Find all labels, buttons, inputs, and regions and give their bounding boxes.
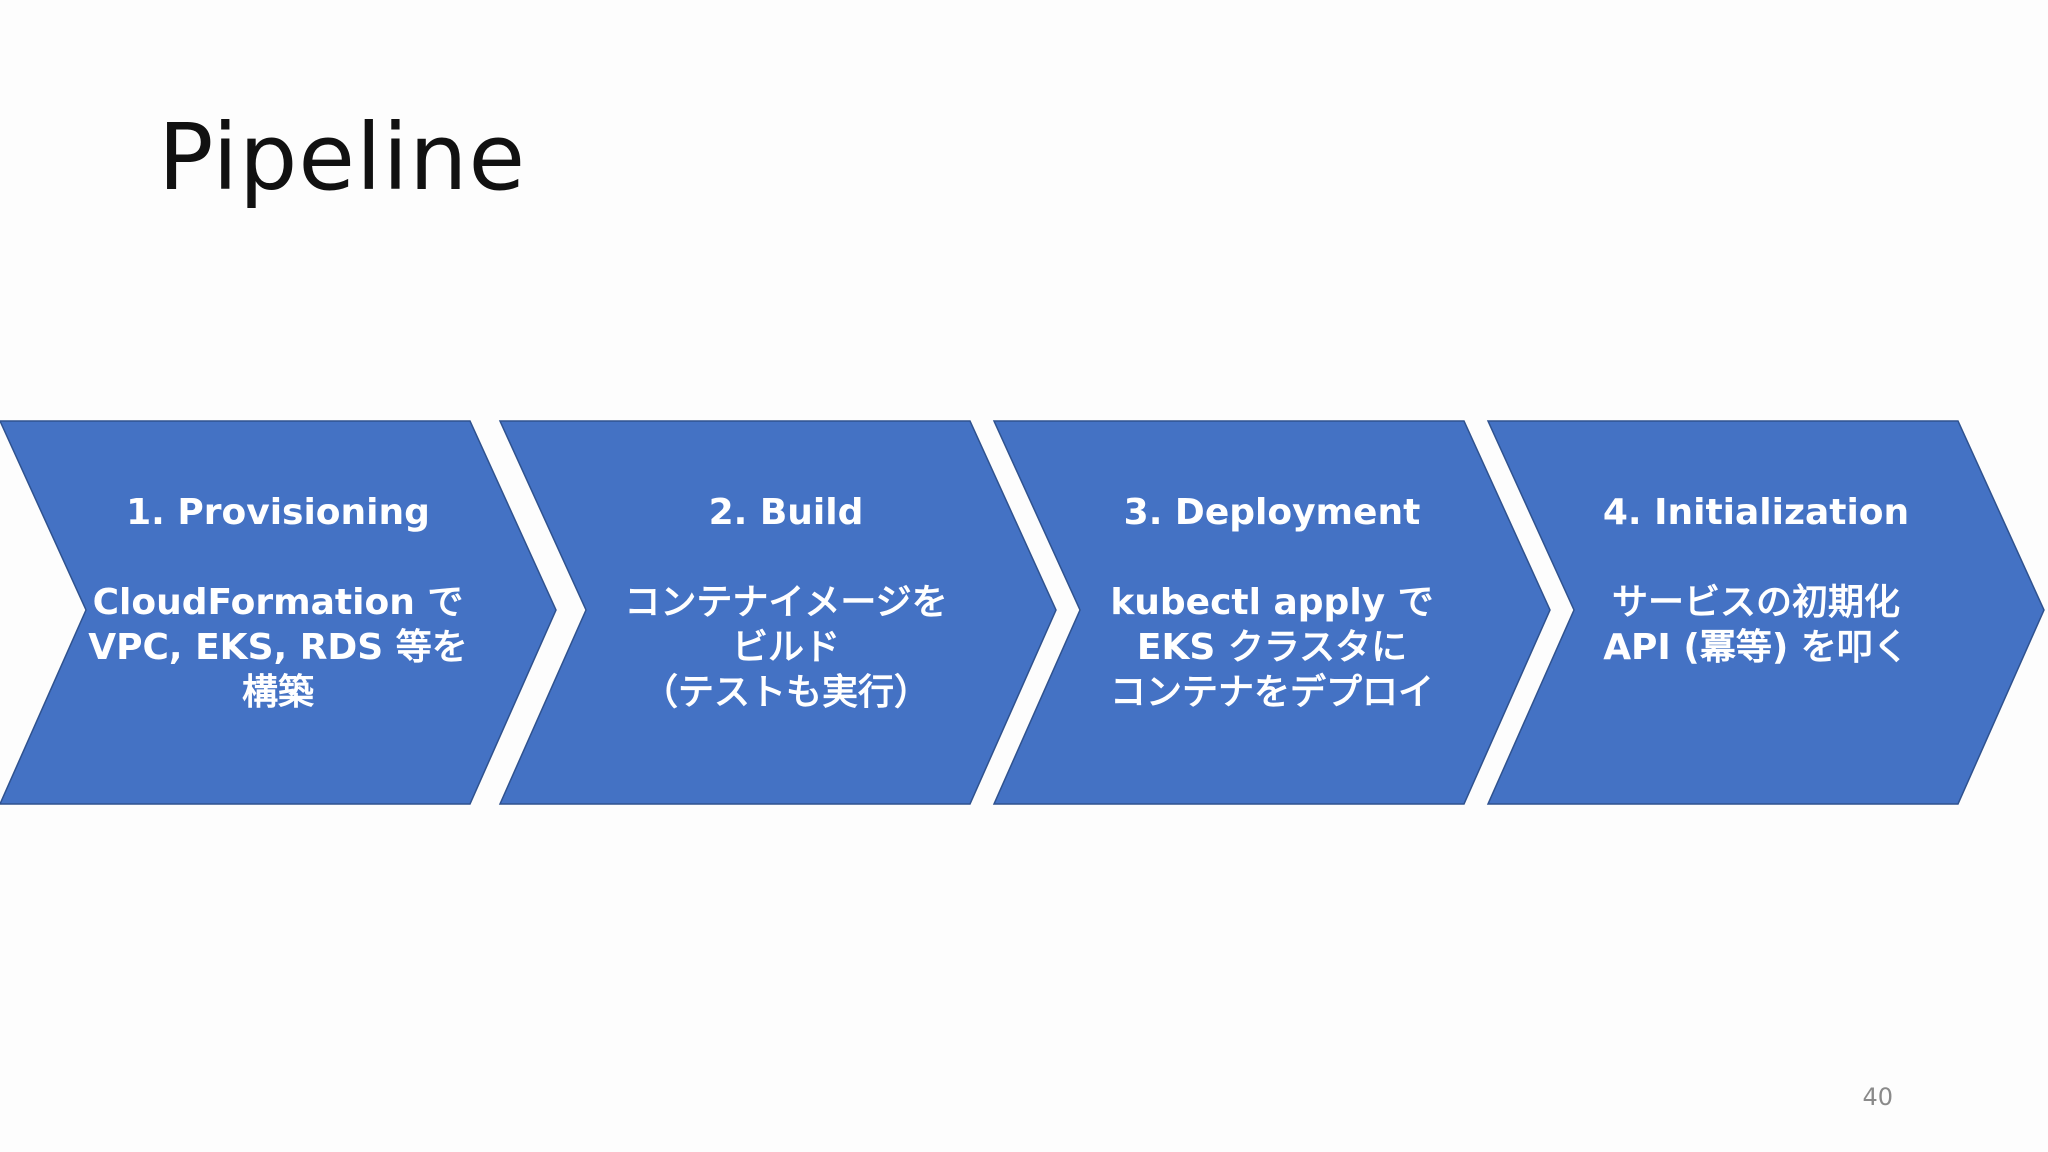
step-line: CloudFormation で xyxy=(92,582,464,623)
step-line: コンテナイメージを xyxy=(624,582,948,623)
step-2: 2. Build コンテナイメージを ビルド （テストも実行） xyxy=(576,490,996,715)
step-line: 構築 xyxy=(241,672,314,713)
chevron-step-2 xyxy=(498,420,1057,805)
step-3: 3. Deployment kubectl apply で EKS クラスタに … xyxy=(1062,490,1482,715)
step-line: ビルド xyxy=(731,627,840,668)
step-line: （テストも実行） xyxy=(641,672,930,713)
step-line: kubectl apply で xyxy=(1110,582,1434,623)
page-number: 40 xyxy=(1862,1083,1893,1111)
step-heading: 3. Deployment xyxy=(1123,492,1421,533)
chevron-step-4 xyxy=(1486,420,2045,805)
step-heading: 2. Build xyxy=(708,492,864,533)
step-line: VPC, EKS, RDS 等を xyxy=(88,627,468,668)
slide-title: Pipeline xyxy=(158,104,527,211)
step-heading: 1. Provisioning xyxy=(126,492,430,533)
chevron-step-1 xyxy=(0,420,557,805)
step-4: 4. Initialization サービスの初期化 API (冪等) を叩く xyxy=(1546,490,1966,670)
step-1: 1. Provisioning CloudFormation で VPC, EK… xyxy=(68,490,488,715)
step-line: コンテナをデプロイ xyxy=(1109,672,1434,713)
step-heading: 4. Initialization xyxy=(1602,492,1910,533)
chevron-step-3 xyxy=(992,420,1551,805)
step-line: サービスの初期化 xyxy=(1611,582,1900,623)
step-line: API (冪等) を叩く xyxy=(1603,627,1909,668)
step-line: EKS クラスタに xyxy=(1136,627,1408,668)
